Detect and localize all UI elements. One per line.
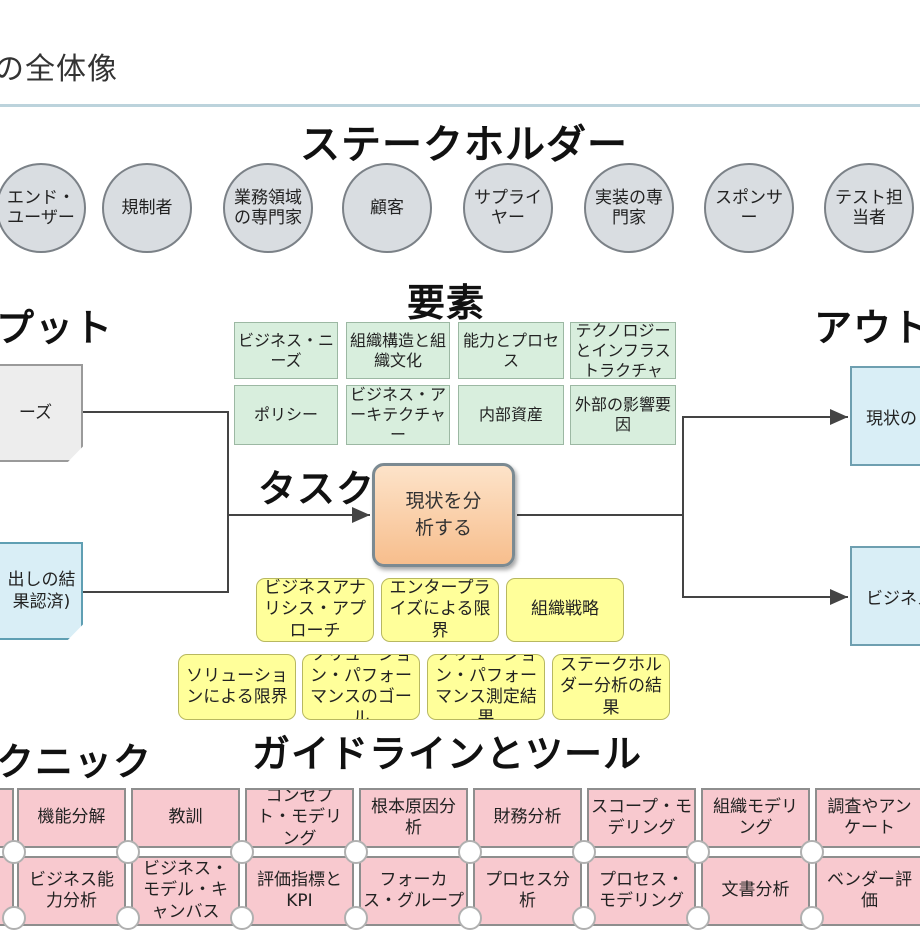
stakeholder-customer: 顧客 — [342, 163, 432, 253]
guideline-enterprise-limits: エンタープライズによる限界 — [381, 578, 499, 642]
output-business: ビジネス — [850, 546, 920, 646]
junction-dot — [2, 840, 26, 864]
element-business-needs: ビジネス・ニーズ — [234, 322, 338, 379]
output-current-state: 現状の — [850, 366, 920, 466]
input-elicitation-results: 出しの結果認済) — [0, 542, 83, 640]
technique-functional-decomposition: 機能分解 — [17, 788, 126, 848]
element-org-structure: 組織構造と組織文化 — [346, 322, 450, 379]
technique-document-analysis: 文書分析 — [701, 856, 810, 926]
technique-concept-modelling: コンセプト・モデリング — [245, 788, 354, 848]
stakeholder-end-user: エンド・ユーザー — [0, 163, 86, 253]
junction-dot — [686, 840, 710, 864]
element-technology: テクノロジーとインフラストラクチャ — [570, 322, 676, 379]
guideline-solution-performance-goals: ソリューション・パフォーマンスのゴール — [302, 654, 420, 720]
junction-dot — [116, 906, 140, 930]
technique-organizational-modelling: 組織モデリング — [701, 788, 810, 848]
technique-process-modelling: プロセス・モデリング — [587, 856, 696, 926]
technique-process-analysis: プロセス分析 — [473, 856, 582, 926]
technique-lessons-learned: 教訓 — [131, 788, 240, 848]
technique-business-model-canvas: ビジネス・モデル・キャンバス — [131, 856, 240, 926]
stakeholder-sponsor: スポンサー — [704, 163, 794, 253]
junction-dot — [572, 906, 596, 930]
junction-dot — [800, 840, 824, 864]
stakeholder-supplier: サプライヤー — [463, 163, 553, 253]
junction-dot — [230, 840, 254, 864]
input-document-needs-label: ーズ — [18, 402, 53, 423]
input-document-needs: ーズ — [0, 364, 83, 462]
element-capabilities: 能力とプロセス — [458, 322, 564, 379]
outputs-heading: アウト — [814, 306, 920, 350]
junction-dot — [2, 906, 26, 930]
title-divider — [0, 104, 920, 107]
task-label: 現状を分析する — [405, 490, 482, 539]
junction-dot — [344, 840, 368, 864]
guideline-org-strategy: 組織戦略 — [506, 578, 624, 642]
stakeholder-implementation-expert: 実装の専門家 — [584, 163, 674, 253]
element-internal-assets: 内部資産 — [458, 385, 564, 445]
inputs-heading: プット — [0, 306, 114, 350]
technique-scope-modelling: スコープ・モデリング — [587, 788, 696, 848]
guidelines-heading: ガイドラインとツール — [252, 732, 643, 776]
stakeholders-heading: ステークホルダー — [300, 122, 628, 168]
guideline-stakeholder-analysis: ステークホルダー分析の結果 — [552, 654, 670, 720]
input-line-bottom — [82, 515, 229, 593]
input-elicitation-results-label: 出しの結果認済) — [7, 569, 76, 612]
junction-dot — [230, 906, 254, 930]
technique-partial-left-1 — [0, 788, 14, 848]
technique-root-cause-analysis: 根本原因分析 — [359, 788, 468, 848]
element-policy: ポリシー — [234, 385, 338, 445]
element-business-architecture: ビジネス・アーキテクチャー — [346, 385, 450, 445]
input-line-top — [82, 411, 229, 515]
junction-dot — [800, 906, 824, 930]
junction-dot — [686, 906, 710, 930]
technique-metrics-kpi: 評価指標とKPI — [245, 856, 354, 926]
guideline-ba-approach: ビジネスアナリシス・アプローチ — [256, 578, 374, 642]
junction-dot — [116, 840, 140, 864]
stakeholder-tester: テスト担当者 — [824, 163, 914, 253]
technique-financial-analysis: 財務分析 — [473, 788, 582, 848]
techniques-heading: クニック — [0, 740, 153, 784]
junction-dot — [458, 840, 482, 864]
task-heading: タスク — [258, 467, 376, 511]
task-analyze-current-state: 現状を分析する — [372, 463, 515, 567]
junction-dot — [572, 840, 596, 864]
element-external-influences: 外部の影響要因 — [570, 385, 676, 445]
guideline-solution-limits: ソリューションによる限界 — [178, 654, 296, 720]
page-title: の全体像 — [0, 52, 118, 87]
elements-heading: 要素 — [407, 281, 486, 325]
technique-vendor-assessment: ベンダー評価 — [815, 856, 920, 926]
junction-dot — [344, 906, 368, 930]
junction-dot — [458, 906, 482, 930]
stakeholder-domain-expert: 業務領域の専門家 — [223, 163, 313, 253]
branch-to-output-bottom — [682, 515, 848, 605]
branch-to-output-top — [682, 409, 848, 515]
stakeholder-regulator: 規制者 — [102, 163, 192, 253]
technique-business-capability-analysis: ビジネス能力分析 — [17, 856, 126, 926]
technique-focus-groups: フォーカス・グループ — [359, 856, 468, 926]
guideline-solution-performance-measures: ソリューション・パフォーマンス測定結果 — [427, 654, 545, 720]
technique-survey-questionnaire: 調査やアンケート — [815, 788, 920, 848]
